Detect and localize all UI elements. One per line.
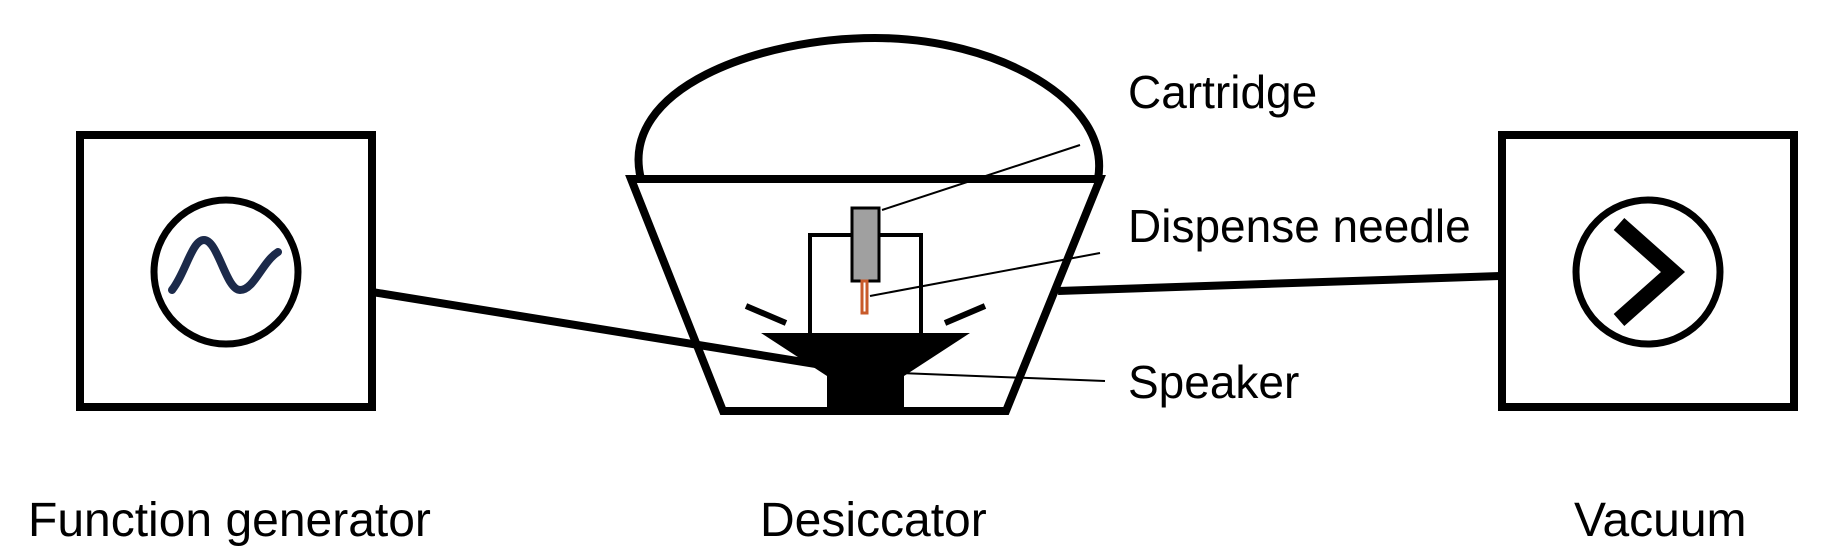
- vibration-mark-right: [943, 303, 987, 326]
- function-generator-dial: [150, 196, 302, 348]
- function-generator-box: [76, 131, 376, 411]
- signal-cable: [371, 288, 823, 369]
- vacuum-pump: [1498, 131, 1798, 411]
- dispense-needle: [860, 279, 869, 315]
- vacuum-box: [1498, 131, 1798, 411]
- speaker-label: Speaker: [1128, 356, 1299, 408]
- dispense-needle-callout-line: [869, 252, 1101, 297]
- function-generator: [76, 131, 376, 411]
- cartridge-callout-line: [881, 144, 1081, 211]
- speaker-cone: [761, 333, 970, 376]
- vacuum-dial: [1572, 196, 1724, 348]
- desiccator-caption: Desiccator: [760, 494, 987, 547]
- vibration-mark-left: [744, 303, 788, 326]
- function-generator-caption: Function generator: [28, 494, 431, 547]
- vacuum-hose: [1057, 272, 1501, 295]
- chevron-right-icon: [1613, 218, 1686, 326]
- desiccator-dome: [634, 33, 1104, 180]
- sine-wave-icon: [168, 235, 282, 295]
- desiccator: [625, 33, 1106, 415]
- speaker-callout-line: [899, 372, 1106, 382]
- dispense-needle-label: Dispense needle: [1128, 200, 1471, 252]
- cartridge: [850, 206, 881, 283]
- speaker-base: [827, 374, 904, 411]
- vacuum-caption: Vacuum: [1574, 494, 1747, 547]
- desiccator-body: [625, 175, 1106, 415]
- cartridge-label: Cartridge: [1128, 66, 1317, 118]
